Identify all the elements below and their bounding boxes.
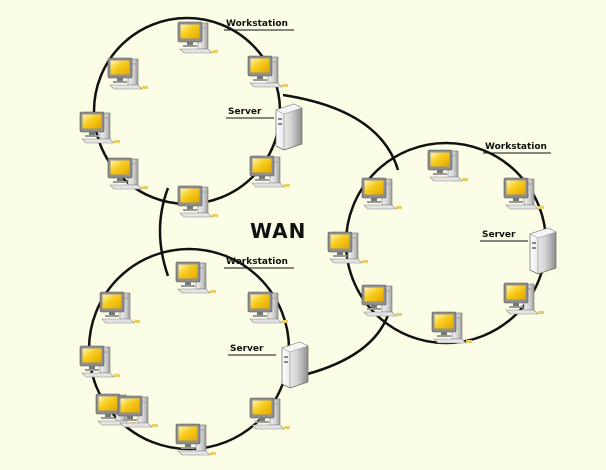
workstation-icon [117,395,158,428]
workstation-icon [427,149,468,182]
workstation-icon [175,261,216,294]
server-icon [275,103,303,151]
workstation-label-top: Workstation [226,19,288,29]
workstation-icon [249,155,290,188]
workstation-icon [247,55,288,88]
server-label-top: Server [228,107,262,117]
server-icon [281,341,309,389]
lan-rings [87,16,548,451]
workstation-icon [107,157,148,190]
labels: Workstation Server Workstation Server Wo… [224,19,551,356]
workstation-icon [79,111,120,144]
link-top-right [282,93,400,171]
workstation-icon [431,311,472,344]
wan-links [158,93,400,378]
workstation-icon [107,57,148,90]
server-label-right: Server [482,230,516,240]
link-top-bottom [158,187,170,277]
workstation-icon [361,284,402,317]
workstation-icon [327,231,368,264]
workstation-icon [247,291,288,324]
server-label-bottom: Server [230,344,264,354]
workstation-icon [99,291,140,324]
servers [275,103,557,389]
workstation-label-right: Workstation [485,142,547,152]
workstation-icon [175,423,216,456]
workstation-icon [503,177,544,210]
workstation-label-bottom: Workstation [226,257,288,267]
workstation-icon [79,345,120,378]
wan-label: WAN [250,219,306,243]
workstation-icon [249,397,290,430]
server-icon [529,227,557,275]
workstations [79,21,544,456]
link-bottom-right [299,314,390,378]
workstation-icon [177,21,218,54]
workstation-icon [177,185,218,218]
workstation-icon [503,282,544,315]
workstation-icon [361,177,402,210]
